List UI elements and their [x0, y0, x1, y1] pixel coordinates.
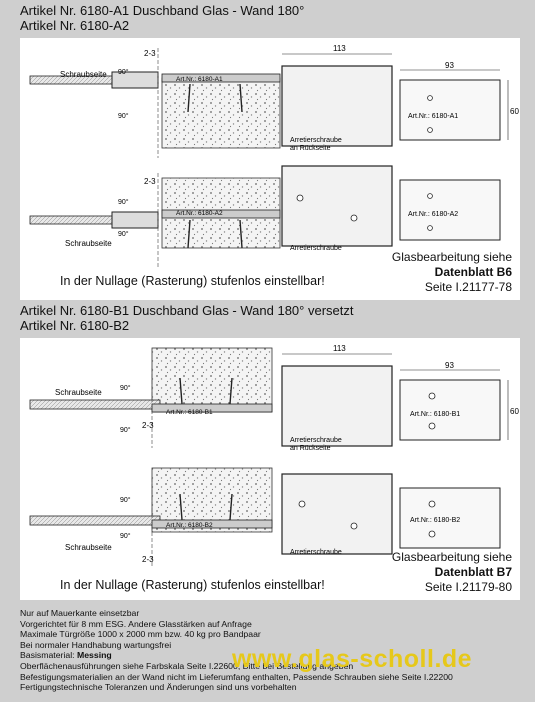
- note-line: Bei normaler Handhabung wartungsfrei: [20, 639, 172, 650]
- section-artnr: Art.Nr.: 6180-B2: [166, 522, 213, 529]
- lock-screw-label: Arretierschraube: [290, 549, 342, 556]
- reference-line3: Seite I.21179-80: [424, 580, 512, 594]
- product-notes: Nur auf Mauerkante einsetzbar Vorgericht…: [20, 608, 453, 693]
- section2-panel: Schraubseite Schraubseite 90° 90° 90° 90…: [20, 338, 520, 600]
- angle-label: 90°: [120, 426, 131, 434]
- wall-section-top: [151, 347, 273, 413]
- section2-title-line1: Artikel Nr. 6180-B1 Duschband Glas - Wan…: [20, 303, 354, 318]
- reference-line1: Glasbearbeitung siehe: [391, 250, 512, 264]
- lock-screw-label: Arretierschraube: [290, 437, 342, 444]
- section-artnr: Art.Nr.: 6180-B1: [166, 409, 213, 416]
- gap-dimension: 2-3: [144, 177, 156, 186]
- lock-screw-label: an Rückseite: [290, 445, 331, 452]
- plate-artnr: Art.Nr.: 6180-B1: [410, 411, 460, 418]
- glass-clamp-b1: [399, 379, 501, 441]
- section2-title-line2: Artikel Nr. 6180-B2: [20, 318, 130, 333]
- glass-bottom: [29, 515, 161, 526]
- angle-label: 90°: [118, 68, 129, 76]
- angle-label: 90°: [120, 496, 131, 504]
- dimension-113: 113: [333, 344, 346, 353]
- glass-processing-reference: Glasbearbeitung siehe Datenblatt B7 Seit…: [392, 550, 512, 595]
- angle-label: 90°: [118, 198, 129, 206]
- angle-label: 90°: [118, 230, 129, 238]
- section1-panel: Schraubseite Schraubseite 90° 90° 90° 90…: [20, 38, 520, 300]
- dimension-60: 60: [510, 407, 519, 416]
- section1-drawing: Schraubseite Schraubseite 90° 90° 90° 90…: [29, 44, 519, 268]
- note-line: Fertigungstechnische Toleranzen und Ände…: [20, 682, 297, 693]
- hinge-plan-b1: [281, 365, 393, 447]
- section1-title-line1: Artikel Nr. 6180-A1 Duschband Glas - Wan…: [20, 3, 305, 18]
- wall-section-top: [161, 77, 281, 149]
- reference-line1: Glasbearbeitung siehe: [391, 550, 512, 564]
- note-line: Oberflächenausführungen siehe Farbskala …: [20, 660, 354, 671]
- glass-top: [29, 399, 161, 410]
- glass-clamp-b2: [399, 487, 501, 549]
- adjust-note: In der Nullage (Rasterung) stufenlos ein…: [60, 274, 325, 288]
- hinge-plan-b2: [281, 473, 393, 555]
- note-line: Nur auf Mauerkante einsetzbar: [20, 608, 140, 618]
- gap-dimension: 2-3: [142, 555, 154, 564]
- screw-side-label-top: Schraubseite: [60, 70, 107, 79]
- glass-clamp-a2: [399, 179, 501, 241]
- section2-drawing: Schraubseite Schraubseite 90° 90° 90° 90…: [29, 344, 519, 568]
- section1-title: Artikel Nr. 6180-A1 Duschband Glas - Wan…: [20, 3, 304, 33]
- plate-artnr: Art.Nr.: 6180-B2: [410, 517, 460, 524]
- plate-artnr: Art.Nr.: 6180-A2: [408, 211, 458, 218]
- angle-label: 90°: [120, 384, 131, 392]
- section2-title: Artikel Nr. 6180-B1 Duschband Glas - Wan…: [20, 303, 353, 333]
- reference-line3: Seite I.21177-78: [424, 280, 512, 294]
- reference-line2: Datenblatt B7: [434, 565, 512, 579]
- dimension-60: 60: [510, 107, 519, 116]
- reference-line2: Datenblatt B6: [434, 265, 512, 279]
- lock-screw-label: an Rückseite: [290, 145, 331, 152]
- dimension-93: 93: [445, 361, 454, 370]
- glass-processing-reference: Glasbearbeitung siehe Datenblatt B6 Seit…: [392, 250, 512, 295]
- note-line: Vorgerichtet für 8 mm ESG. Andere Glasst…: [20, 618, 252, 629]
- adjust-note: In der Nullage (Rasterung) stufenlos ein…: [60, 578, 325, 592]
- hinge-plan-a2: [281, 165, 393, 247]
- angle-label: 90°: [120, 532, 131, 540]
- note-line: Basismaterial: Messing: [20, 650, 112, 661]
- note-line: Befestigungsmaterialien an der Wand nich…: [20, 671, 453, 682]
- lock-screw-label: Arretierschraube: [290, 245, 342, 252]
- angle-label: 90°: [118, 112, 129, 120]
- note-line: Maximale Türgröße 1000 x 2000 mm bzw. 40…: [20, 629, 261, 640]
- hinge-plan-a1: [281, 65, 393, 147]
- watermark: www.glas-scholl.de: [232, 645, 473, 673]
- dimension-93: 93: [445, 61, 454, 70]
- section1-title-line2: Artikel Nr. 6180-A2: [20, 18, 130, 33]
- gap-dimension: 2-3: [144, 49, 156, 58]
- plate-artnr: Art.Nr.: 6180-A1: [408, 113, 458, 120]
- section-artnr: Art.Nr.: 6180-A2: [176, 210, 223, 217]
- section-artnr: Art.Nr.: 6180-A1: [176, 76, 223, 83]
- dimension-113: 113: [333, 44, 346, 53]
- gap-dimension: 2-3: [142, 421, 154, 430]
- glass-clamp-a1: [399, 79, 501, 141]
- lock-screw-label: Arretierschraube: [290, 137, 342, 144]
- screw-side-label-bottom: Schraubseite: [65, 239, 112, 248]
- hinge-plate-bottom: [111, 211, 159, 229]
- screw-side-label-bottom: Schraubseite: [65, 543, 112, 552]
- screw-side-label-top: Schraubseite: [55, 388, 102, 397]
